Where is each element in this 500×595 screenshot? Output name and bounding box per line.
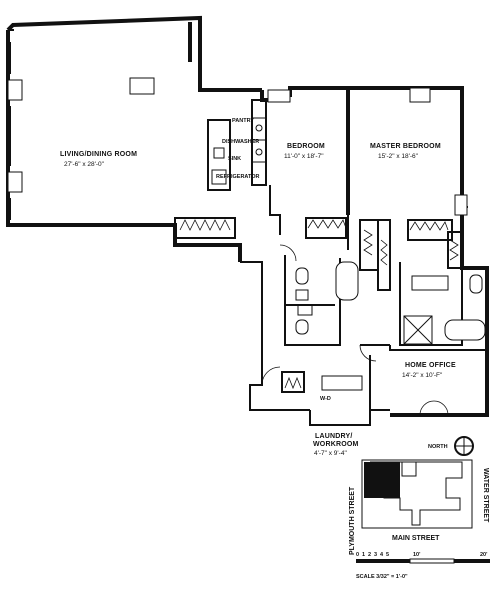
sink-label: SINK <box>228 156 241 162</box>
scale-tick: 5 <box>386 552 389 558</box>
home-office-dims: 14'-2" x 10'-F" <box>402 372 443 379</box>
kitchen-counter <box>251 99 267 186</box>
living-room-name: LIVING/DINING ROOM <box>60 151 137 158</box>
water-street-label: WATER STREET <box>482 468 489 523</box>
scale-tick: 2 <box>368 552 371 558</box>
laundry-name-1: LAUNDRY/ <box>315 433 353 440</box>
master-bedroom-name: MASTER BEDROOM <box>370 143 441 150</box>
laundry-dims: 4'-7" x 9'-4" <box>314 450 347 457</box>
dishwasher-label: DISHWASHER <box>222 139 259 145</box>
master-bathroom <box>399 262 486 346</box>
scale-ticks: 0 1 2 3 4 5 <box>356 552 389 558</box>
key-map: NORTH PLYMOUTH STREET WATER STREET MAIN … <box>349 436 489 555</box>
refrigerator-label: REFRIGERATOR <box>216 174 260 180</box>
scale-mid-label: 10' <box>413 552 421 558</box>
living-room-dims: 27'-6" x 28'-0" <box>64 161 105 168</box>
master-bedroom-dims: 15'-2" x 18'-6" <box>378 153 419 160</box>
plymouth-street-label: PLYMOUTH STREET <box>349 486 356 555</box>
scale-tick: 3 <box>374 552 377 558</box>
bedroom-dims: 11'-0" x 18'-7" <box>284 153 324 160</box>
scale-bar: 0 1 2 3 4 5 10' 20' SCALE 3/32" = 1'-0" <box>356 552 490 580</box>
hallway <box>240 244 390 426</box>
laundry-name-2: WORKROOM <box>313 441 359 448</box>
scale-tick: 4 <box>380 552 384 558</box>
unit-location-marker <box>364 462 400 498</box>
closets <box>305 217 463 291</box>
pantry-label: PANTRY <box>232 118 254 124</box>
washer-dryer-label: W-D <box>320 396 331 402</box>
north-label: NORTH <box>428 444 448 450</box>
kitchen-island <box>207 119 231 191</box>
scale-label: SCALE 3/32" = 1'-0" <box>356 574 408 580</box>
bedroom-name: BEDROOM <box>287 143 325 150</box>
column <box>7 171 23 193</box>
column <box>129 77 155 95</box>
bedroom-walls <box>260 86 350 250</box>
column <box>7 79 23 101</box>
scale-tick: 1 <box>362 552 365 558</box>
scale-end-label: 20' <box>480 552 488 558</box>
main-street-label: MAIN STREET <box>392 535 440 542</box>
entry-closet <box>174 217 236 239</box>
home-office-name: HOME OFFICE <box>405 362 456 369</box>
bathroom-1 <box>284 255 359 346</box>
home-office-walls <box>389 345 487 416</box>
scale-tick: 0 <box>356 552 359 558</box>
